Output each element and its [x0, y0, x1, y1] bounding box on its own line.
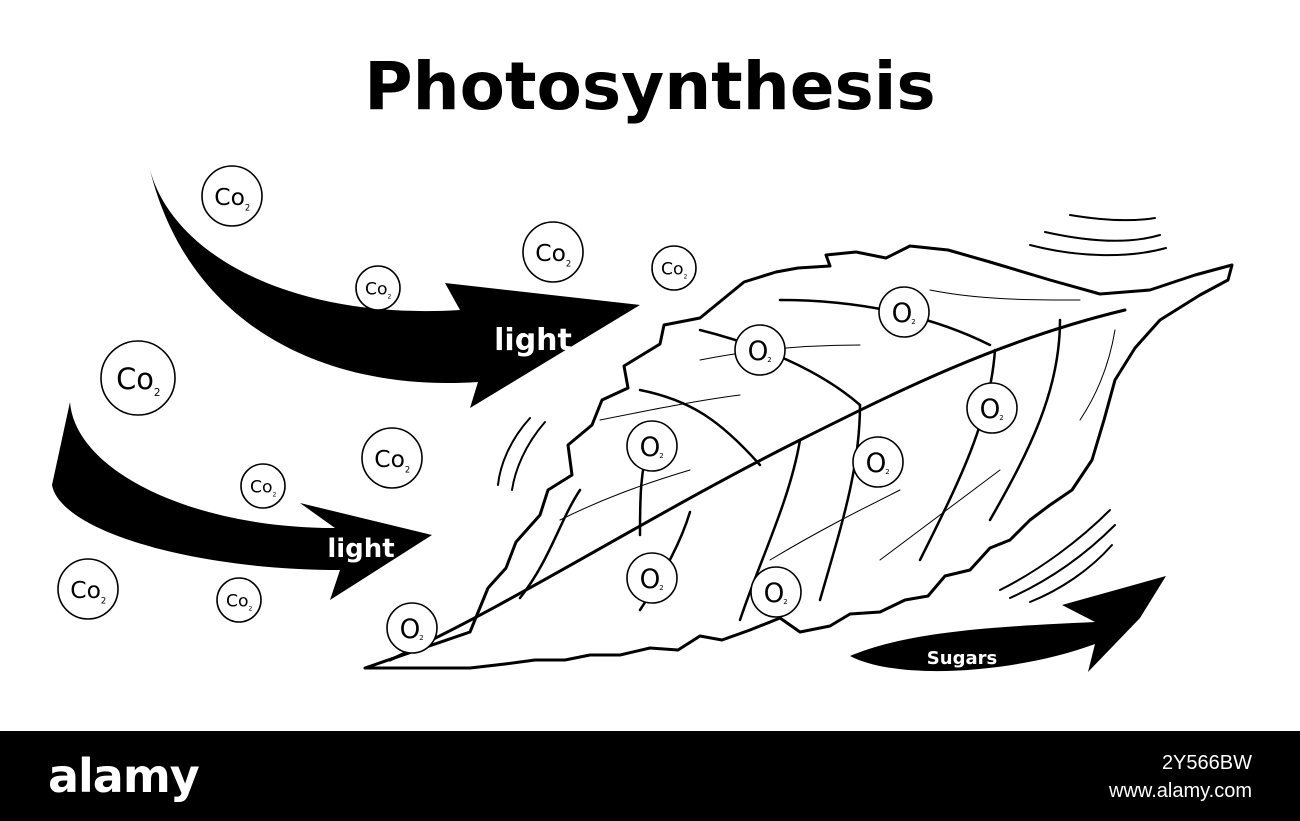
leaf-fine-7 [929, 289, 1081, 301]
co2-bubble-label: Co [365, 280, 388, 300]
leaf-vein-7 [738, 438, 802, 622]
stock-id: 2Y566BW www.alamy.com [1109, 749, 1252, 805]
leaf-fine-5 [879, 469, 1001, 561]
leaf-outline [363, 244, 1234, 670]
co2-bubble-label: Co [214, 183, 245, 211]
sugars-label: Sugars [927, 648, 997, 669]
co2-bubble-subscript: 2 [683, 274, 687, 281]
co2-bubble-subscript: 2 [272, 492, 276, 499]
light-label-top: light [494, 323, 572, 358]
co2-bubble-subscript: 2 [248, 606, 252, 613]
co2-bubble-label: Co [116, 362, 154, 396]
leaf-fine-6 [1079, 329, 1116, 421]
o2-bubble: O2 [734, 324, 786, 376]
co2-bubble-label: Co [661, 260, 684, 280]
light-arrow-bottom: light [52, 402, 432, 600]
leaf-vein-4 [698, 328, 862, 407]
o2-bubble-label: O [764, 579, 785, 609]
o2-bubble-subscript: 2 [783, 598, 787, 606]
co2-bubble-subscript: 2 [387, 294, 391, 301]
light-arrow-top: light [150, 170, 640, 408]
o2-bubble: O2 [852, 436, 904, 488]
o2-bubble-label: O [866, 449, 887, 479]
co2-bubble-label: Co [535, 239, 566, 267]
o2-bubble-subscript: 2 [659, 584, 663, 592]
o2-bubble: O2 [966, 382, 1018, 434]
o2-bubble-subscript: 2 [911, 318, 915, 326]
o2-bubble-label: O [640, 565, 661, 595]
co2-bubble-subscript: 2 [566, 258, 571, 268]
o2-bubble-label: O [640, 433, 661, 463]
leaf-fine-4 [769, 489, 901, 561]
light-label-bottom: light [327, 534, 394, 564]
leaf [363, 244, 1234, 670]
o2-bubble-label: O [980, 395, 1001, 425]
o2-bubble-subscript: 2 [659, 452, 663, 460]
leaf-vein-3 [638, 388, 762, 467]
co2-bubble-label: Co [374, 445, 405, 473]
leaf-vein-9 [918, 348, 997, 562]
o2-bubble-label: O [748, 337, 769, 367]
co2-bubble-subscript: 2 [405, 464, 410, 474]
o2-bubble-subscript: 2 [999, 414, 1003, 422]
o2-bubble: O2 [878, 286, 930, 338]
image-id: 2Y566BW [1161, 752, 1252, 774]
diagram-title: Photosynthesis [364, 48, 936, 125]
leaf-midrib [388, 308, 1127, 662]
co2-bubble-label: Co [226, 592, 249, 612]
o2-bubble: O2 [626, 420, 678, 472]
diagram-artwork: light light Sugars [52, 165, 1234, 672]
leaf-fine-1 [559, 469, 691, 521]
co2-bubble-label: Co [250, 478, 273, 498]
leaf-fine-2 [599, 394, 741, 421]
o2-bubble-label: O [400, 615, 421, 645]
co2-bubble-subscript: 2 [101, 595, 106, 605]
leaf-vein-8 [818, 403, 862, 602]
o2-bubble-subscript: 2 [419, 634, 423, 642]
o2-bubble-subscript: 2 [767, 356, 771, 364]
o2-bubble: O2 [626, 552, 678, 604]
co2-bubble-subscript: 2 [245, 202, 250, 212]
co2-bubble-label: Co [70, 576, 101, 604]
co2-bubble-subscript: 2 [154, 387, 161, 399]
o2-bubble-label: O [892, 299, 913, 329]
leaf-vein-10 [988, 318, 1062, 522]
o2-bubble: O2 [386, 602, 438, 654]
motion-lines [497, 214, 1167, 603]
sugars-arrow: Sugars [850, 576, 1166, 672]
o2-bubble: O2 [750, 566, 802, 618]
stock-url: www.alamy.com [1109, 780, 1252, 802]
alamy-logo: alamy [48, 749, 200, 803]
o2-bubble-subscript: 2 [885, 468, 889, 476]
watermark-bar: alamy 2Y566BW www.alamy.com [0, 731, 1300, 821]
leaf-vein-1 [518, 488, 582, 600]
